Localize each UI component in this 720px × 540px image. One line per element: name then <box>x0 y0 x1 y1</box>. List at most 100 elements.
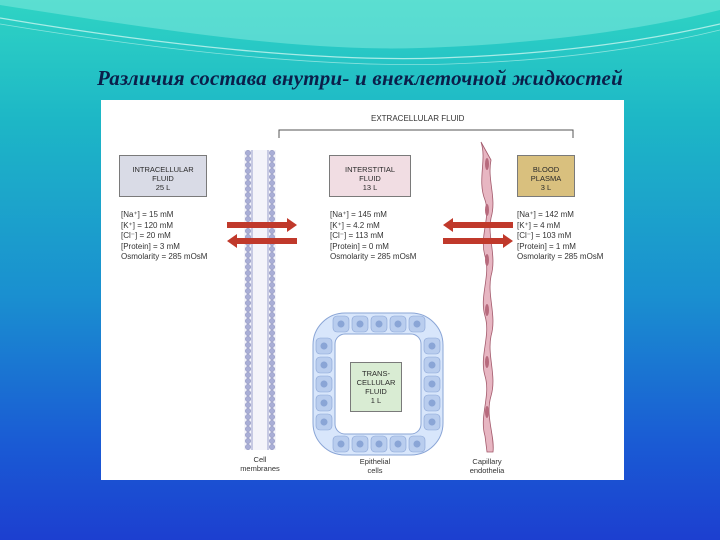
lipid-head <box>245 300 251 306</box>
plasma-cl: [Cl⁻] = 103 mM <box>517 231 572 240</box>
epithelial-nucleus <box>375 320 383 328</box>
lipid-head <box>269 444 275 450</box>
lipid-head <box>269 342 275 348</box>
interstitial-k: [K⁺] = 4.2 mM <box>330 220 380 230</box>
epithelial-nucleus <box>394 440 402 448</box>
lipid-head <box>245 228 251 234</box>
lipid-head <box>245 348 251 354</box>
lipid-head <box>245 312 251 318</box>
lipid-head <box>245 378 251 384</box>
intracellular-osmolarity: Osmolarity = 285 mOsM <box>121 252 208 261</box>
capillary-endothelia-caption: Capillary endothelia <box>456 457 518 475</box>
epithelial-nucleus <box>320 380 328 388</box>
interstitial-volume: 13 L <box>362 183 378 192</box>
lipid-head <box>269 198 275 204</box>
interstitial-values: [Na⁺] = 145 mM [K⁺] = 4.2 mM [Cl⁻] = 113… <box>330 210 416 263</box>
epithelial-nucleus <box>413 320 421 328</box>
lipid-head <box>245 420 251 426</box>
intracellular-volume: 25 L <box>155 183 171 192</box>
lipid-head <box>269 186 275 192</box>
epithelial-caption-1: Epithelial <box>359 457 391 466</box>
lipid-head <box>245 198 251 204</box>
lipid-head <box>245 414 251 420</box>
cell-membrane-bilayer <box>244 150 276 450</box>
lipid-head <box>269 360 275 366</box>
epithelial-nucleus <box>428 361 436 369</box>
epithelial-caption-2: cells <box>367 466 383 475</box>
lipid-head <box>269 192 275 198</box>
lipid-head <box>245 252 251 258</box>
plasma-protein: [Protein] = 1 mM <box>517 241 576 251</box>
interstitial-protein: [Protein] = 0 mM <box>330 241 389 251</box>
lipid-head <box>245 288 251 294</box>
lipid-head <box>245 444 251 450</box>
lipid-head <box>269 390 275 396</box>
lipid-head <box>245 180 251 186</box>
endothelial-nucleus <box>485 356 489 368</box>
lipid-head <box>269 318 275 324</box>
endothelial-nucleus <box>485 406 489 418</box>
interstitial-osmolarity: Osmolarity = 285 mOsM <box>330 252 417 261</box>
lipid-head <box>269 156 275 162</box>
lipid-head <box>245 396 251 402</box>
transcellular-name-1: TRANS- <box>362 369 390 378</box>
epithelial-nucleus <box>413 440 421 448</box>
lipid-head <box>245 384 251 390</box>
lipid-head <box>269 306 275 312</box>
epithelial-nucleus <box>356 320 364 328</box>
lipid-head <box>269 246 275 252</box>
fluid-compartments-figure: EXTRACELLULAR FLUID INTRACELLULAR FLUID … <box>101 100 624 480</box>
lipid-head <box>245 156 251 162</box>
lipid-head <box>245 276 251 282</box>
lipid-head <box>245 354 251 360</box>
plasma-values: [Na⁺] = 142 mM [K⁺] = 4 mM [Cl⁻] = 103 m… <box>517 210 603 263</box>
lipid-head <box>245 342 251 348</box>
lipid-head <box>269 336 275 342</box>
transcellular-volume: 1 L <box>370 396 382 405</box>
lipid-head <box>269 252 275 258</box>
plasma-k: [K⁺] = 4 mM <box>517 220 561 230</box>
epithelial-nucleus <box>356 440 364 448</box>
cell-membranes-caption: Cell membranes <box>229 455 291 473</box>
intracellular-name-2: FLUID <box>152 174 174 183</box>
lipid-head <box>245 438 251 444</box>
lipid-head <box>269 282 275 288</box>
lipid-head <box>269 426 275 432</box>
wave-decoration <box>0 0 720 66</box>
cell-membranes-caption-1: Cell <box>253 455 267 464</box>
lipid-head <box>245 204 251 210</box>
endothelial-nucleus <box>485 304 489 316</box>
lipid-head <box>269 180 275 186</box>
endothelial-nucleus <box>485 254 489 266</box>
epithelial-nucleus <box>428 380 436 388</box>
epithelial-nucleus <box>337 320 345 328</box>
lipid-head <box>245 264 251 270</box>
lipid-head <box>245 270 251 276</box>
lipid-head <box>269 384 275 390</box>
lipid-head <box>269 402 275 408</box>
intracellular-k: [K⁺] = 120 mM <box>121 220 174 230</box>
lipid-head <box>269 372 275 378</box>
lipid-head <box>269 228 275 234</box>
lipid-head <box>269 300 275 306</box>
epithelial-nucleus <box>320 361 328 369</box>
lipid-head <box>245 210 251 216</box>
epithelial-nucleus <box>428 399 436 407</box>
exchange-arrows <box>227 218 513 248</box>
lipid-head <box>269 438 275 444</box>
lipid-head <box>269 378 275 384</box>
lipid-head <box>269 294 275 300</box>
plasma-name-1: BLOOD <box>532 165 560 174</box>
interstitial-cl: [Cl⁻] = 113 mM <box>330 231 384 240</box>
lipid-head <box>245 294 251 300</box>
lipid-head <box>245 174 251 180</box>
epithelial-nucleus <box>428 418 436 426</box>
extracellular-bracket <box>278 129 574 138</box>
lipid-head <box>269 276 275 282</box>
lipid-head <box>269 420 275 426</box>
lipid-head <box>269 330 275 336</box>
lipid-head <box>269 288 275 294</box>
interstitial-fluid-box: INTERSTITIAL FLUID 13 L <box>329 155 411 197</box>
lipid-head <box>245 432 251 438</box>
slide-title: Различия состава внутри- и внеклеточной … <box>97 66 623 90</box>
